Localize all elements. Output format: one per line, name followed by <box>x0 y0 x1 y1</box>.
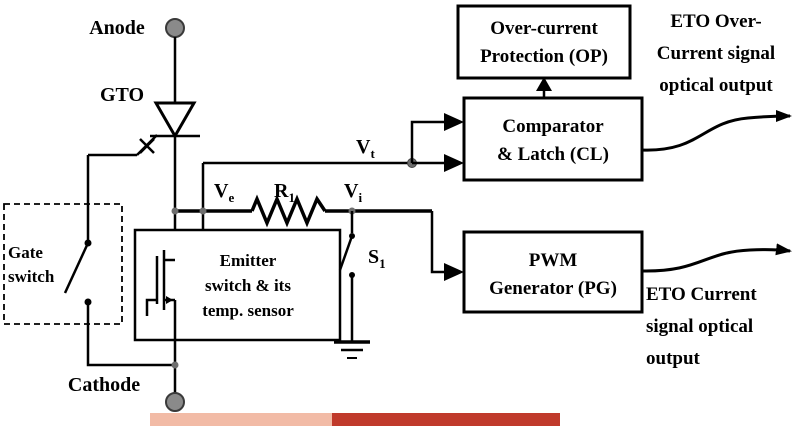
vt-label: Vt <box>356 136 375 161</box>
s1-base: S <box>368 246 379 268</box>
cl-input-buffer-icon <box>444 113 464 131</box>
vt-base: V <box>356 136 371 158</box>
gto-gate-cross-icon <box>139 138 155 154</box>
gto-thyristor: Anode GTO <box>89 17 200 260</box>
current-output-label-line3: output <box>646 348 701 369</box>
junction-dot <box>171 207 179 215</box>
ve-sub: e <box>228 190 234 205</box>
vi-base: V <box>344 180 359 202</box>
anode-label: Anode <box>89 17 145 39</box>
gto-label: GTO <box>100 84 144 106</box>
gate-switch-label-line1: Gate <box>8 243 43 262</box>
output-overcurrent: ETO Over- Current signal optical output <box>641 11 792 152</box>
pg-input-wire <box>430 211 444 274</box>
sense-network: Ve R1 Vi Vt S1 <box>171 120 444 359</box>
cathode-label: Cathode <box>68 374 140 396</box>
block-cl: Comparator & Latch (CL) <box>444 96 644 182</box>
op-label-line2: Protection (OP) <box>480 46 608 67</box>
ve-base: V <box>214 180 229 202</box>
bottom-artifact-bar <box>150 413 560 426</box>
cl-label-line1: Comparator <box>502 116 604 137</box>
emitter-box-label-line3: temp. sensor <box>202 301 294 320</box>
s1-blade <box>338 235 354 271</box>
cl-label-line2: & Latch (CL) <box>497 144 609 165</box>
gate-switch-blade <box>63 242 90 294</box>
current-output-arrow <box>641 243 792 273</box>
cathode-terminal <box>165 392 185 412</box>
gate-switch-dashed-box <box>3 203 123 325</box>
gate-switch-label-line2: switch <box>8 267 55 286</box>
overcurrent-output-label-line2: Current signal <box>657 43 775 64</box>
emitter-box-label-line2: switch & its <box>205 276 291 295</box>
anode-terminal <box>165 18 185 38</box>
output-current: ETO Current signal optical output <box>641 243 792 369</box>
cl-input1-wire <box>410 120 444 163</box>
junction-dot <box>199 207 207 215</box>
op-label-line1: Over-current <box>490 18 598 39</box>
cl-box <box>462 96 644 182</box>
mosfet-gate-lead <box>145 298 157 316</box>
vt-sub: t <box>370 146 375 161</box>
junction-dot <box>171 361 179 369</box>
overcurrent-output-label-line1: ETO Over- <box>670 11 761 32</box>
emitter-box-outline <box>133 228 342 342</box>
pg-label-line1: PWM <box>529 250 578 271</box>
overcurrent-output-arrow <box>641 110 792 152</box>
block-op: Over-current Protection (OP) <box>456 4 632 98</box>
r1-sub: 1 <box>288 190 295 205</box>
block-pg: PWM Generator (PG) <box>444 230 644 314</box>
pg-input-buffer-icon <box>444 263 464 281</box>
current-output-label-line2: signal optical <box>646 316 753 337</box>
vi-label: Vi <box>344 180 362 205</box>
gate-return-wire <box>86 302 175 367</box>
vi-sub: i <box>358 190 362 205</box>
op-box <box>456 4 632 80</box>
pg-label-line2: Generator (PG) <box>489 278 617 299</box>
s1-sub: 1 <box>379 256 386 271</box>
overcurrent-output-label-line3: optical output <box>659 75 773 96</box>
cathode-branch: Cathode <box>68 300 185 412</box>
pg-box <box>462 230 644 314</box>
cl-input-buffer-icon <box>444 154 464 172</box>
mosfet-arrow-icon <box>166 296 173 304</box>
current-output-label-line1: ETO Current <box>646 284 757 305</box>
ve-label: Ve <box>214 180 234 205</box>
thyristor-triangle <box>153 101 197 140</box>
artifact-right <box>332 413 560 426</box>
s1-label: S1 <box>368 246 386 271</box>
r1-label: R1 <box>274 180 295 205</box>
resistor-r1 <box>250 194 327 228</box>
gate-wire <box>86 153 137 240</box>
r1-base: R <box>274 180 289 202</box>
up-arrowhead-icon <box>536 77 552 91</box>
artifact-left <box>150 413 332 426</box>
emitter-switch-box: Emitter switch & its temp. sensor <box>133 228 342 342</box>
emitter-box-label-line1: Emitter <box>220 251 277 270</box>
gate-switch: Gate switch <box>3 153 175 367</box>
